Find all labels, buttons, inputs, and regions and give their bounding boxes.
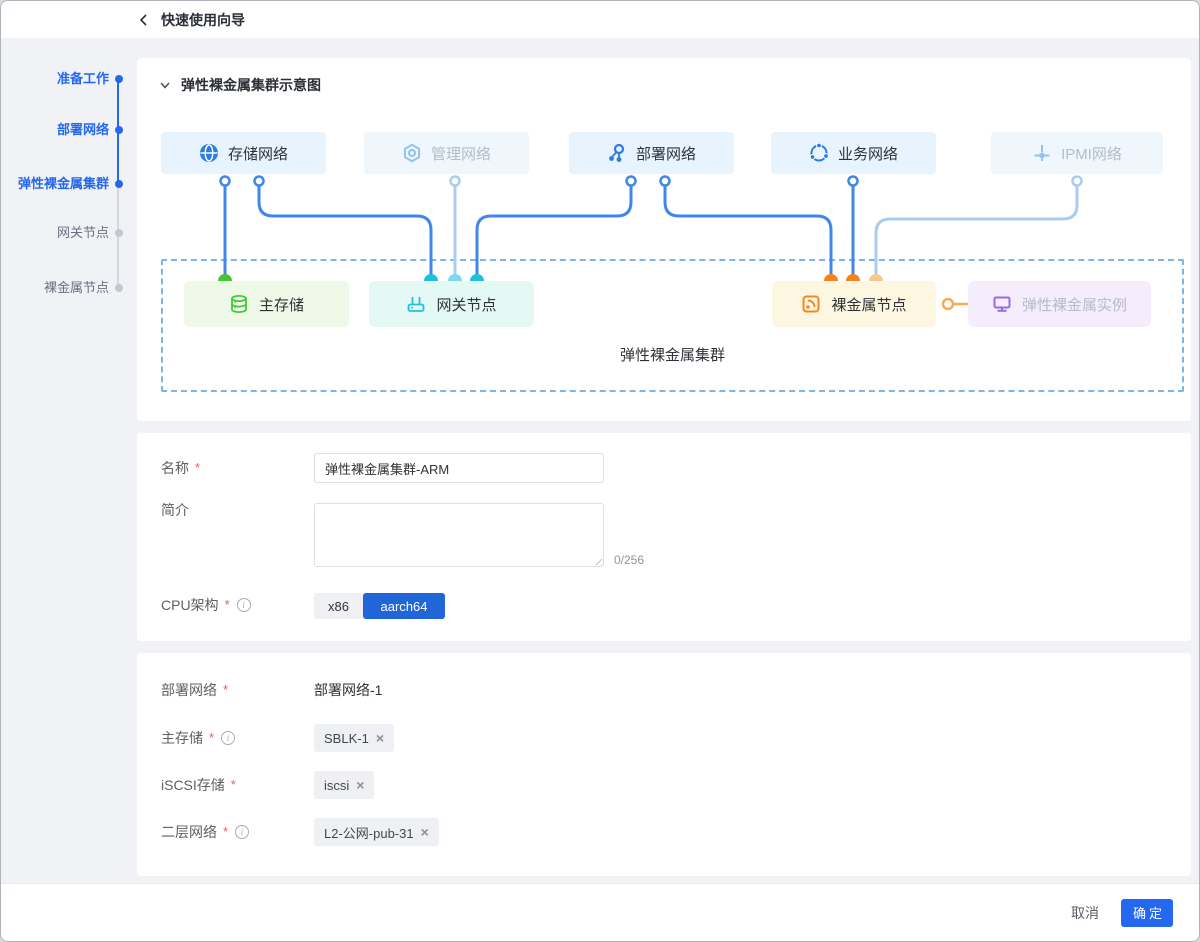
network-label: IPMI网络 (1061, 145, 1122, 163)
network-box-ipmi: IPMI网络 (991, 132, 1163, 174)
step-network[interactable]: 部署网络 (56, 122, 109, 137)
cpu-arch-toggle: x86 aarch64 (314, 593, 445, 619)
cluster-diagram: 存储网络 管理网络 部署网络 业务网络 (137, 58, 1191, 421)
desc-label-row: 简介 (161, 500, 189, 520)
diagram-section-toggle[interactable]: 弹性裸金属集群示意图 (159, 75, 321, 95)
required-asterisk: * (195, 460, 201, 475)
cpu-option-x86[interactable]: x86 (314, 593, 363, 619)
wizard-stepper: 准备工作 部署网络 弹性裸金属集群 网关节点 裸金属节点 (1, 38, 137, 883)
info-icon[interactable]: i (221, 731, 236, 745)
step-cluster[interactable]: 弹性裸金属集群 (17, 176, 109, 191)
network-box-deploy: 部署网络 (569, 132, 734, 174)
cluster-label: 弹性裸金属集群 (619, 347, 725, 364)
iscsi-tag-text: iscsi (324, 777, 350, 793)
required-asterisk: * (230, 777, 236, 792)
step-dot (115, 75, 123, 83)
required-asterisk: * (224, 597, 230, 612)
info-icon[interactable]: i (235, 825, 250, 839)
required-asterisk: * (209, 730, 215, 745)
desc-label: 简介 (161, 502, 189, 518)
cpu-label-row: CPU架构 * i (161, 595, 251, 615)
cpu-option-aarch64[interactable]: aarch64 (363, 593, 445, 619)
cancel-button[interactable]: 取消 (1071, 904, 1099, 921)
network-label: 存储网络 (227, 145, 288, 163)
storage-tag: SBLK-1 × (314, 724, 394, 752)
l2-tag-text: L2-公网-pub-31 (324, 825, 414, 841)
ipmi-probe-icon (1034, 145, 1050, 161)
confirm-button[interactable]: 确定 (1121, 898, 1173, 927)
page-title: 快速使用向导 (161, 11, 245, 28)
remove-tag-icon[interactable]: × (375, 730, 384, 746)
chevron-down-icon (160, 82, 170, 89)
l2-tag: L2-公网-pub-31 × (314, 818, 439, 846)
remove-tag-icon[interactable]: × (420, 824, 429, 840)
topology-icon (609, 143, 625, 162)
required-asterisk: * (223, 682, 229, 697)
step-dot (115, 284, 123, 292)
node-label: 裸金属节点 (831, 296, 907, 314)
storage-tag-text: SBLK-1 (324, 730, 369, 746)
network-form-card: 部署网络 * 部署网络-1 主存储 * i SBLK-1 × iSCSI存储 * is… (137, 653, 1191, 876)
node-box-instance: 弹性裸金属实例 (968, 281, 1151, 327)
node-box-gateway: 网关节点 (369, 281, 534, 327)
globe-icon (199, 144, 218, 162)
monitor-icon (993, 296, 1011, 312)
node-box-primary-storage: 主存储 (184, 281, 349, 327)
node-box-baremetal: 裸金属节点 (772, 281, 936, 327)
database-icon (231, 295, 247, 313)
l2-label: 二层网络 (161, 824, 217, 840)
desc-textarea[interactable] (314, 503, 604, 567)
required-asterisk: * (223, 824, 229, 839)
name-label-row: 名称 * (161, 458, 200, 478)
step-dot (115, 126, 123, 134)
router-icon (408, 297, 425, 312)
char-counter: 0/256 (614, 553, 645, 567)
page-header: 快速使用向导 (1, 1, 1199, 38)
storage-label: 主存储 (161, 730, 203, 746)
page-body: 准备工作 部署网络 弹性裸金属集群 网关节点 裸金属节点 弹性裸金属集群示意图 (1, 38, 1199, 883)
iscsi-label-row: iSCSI存储 * (161, 775, 236, 795)
step-dot (115, 180, 123, 188)
share-network-icon (809, 143, 829, 162)
step-dot (115, 229, 123, 237)
footer-bar: 取消 确定 (1, 883, 1199, 941)
step-gateway[interactable]: 网关节点 (56, 225, 109, 240)
back-icon[interactable] (137, 13, 151, 27)
step-prepare[interactable]: 准备工作 (56, 71, 109, 86)
iscsi-tag: iscsi × (314, 771, 375, 799)
network-label: 管理网络 (430, 145, 491, 163)
diagram-section-title: 弹性裸金属集群示意图 (181, 77, 321, 93)
cluster-dashed-box (161, 259, 1184, 392)
node-label: 网关节点 (436, 296, 497, 314)
baremetal-icon (802, 295, 820, 313)
cpu-label: CPU架构 (161, 597, 219, 613)
name-input[interactable] (314, 453, 604, 483)
network-label: 部署网络 (635, 145, 696, 163)
hexagon-settings-icon (403, 143, 421, 163)
network-box-storage: 存储网络 (161, 132, 326, 174)
main-content: 弹性裸金属集群示意图 (137, 38, 1191, 876)
step-baremetal[interactable]: 裸金属节点 (43, 280, 109, 295)
network-box-business: 业务网络 (771, 132, 936, 174)
info-icon[interactable]: i (236, 598, 251, 612)
remove-tag-icon[interactable]: × (356, 777, 365, 793)
name-label: 名称 (161, 460, 189, 476)
l2-label-row: 二层网络 * i (161, 822, 250, 842)
storage-label-row: 主存储 * i (161, 728, 236, 748)
deploy-label-row: 部署网络 * (161, 680, 228, 700)
deploy-label: 部署网络 (161, 682, 217, 698)
diagram-card: 弹性裸金属集群示意图 (137, 58, 1191, 421)
deploy-network-value: 部署网络-1 (314, 682, 383, 698)
network-box-management: 管理网络 (364, 132, 529, 174)
iscsi-label: iSCSI存储 (161, 777, 225, 793)
node-label: 弹性裸金属实例 (1021, 296, 1127, 314)
diagram-wires (218, 175, 1083, 311)
basic-form-card: 名称 * 简介 0/256 CPU架构 * i x86 aarch64 (137, 433, 1191, 641)
network-label: 业务网络 (837, 145, 898, 163)
node-label: 主存储 (258, 296, 304, 314)
